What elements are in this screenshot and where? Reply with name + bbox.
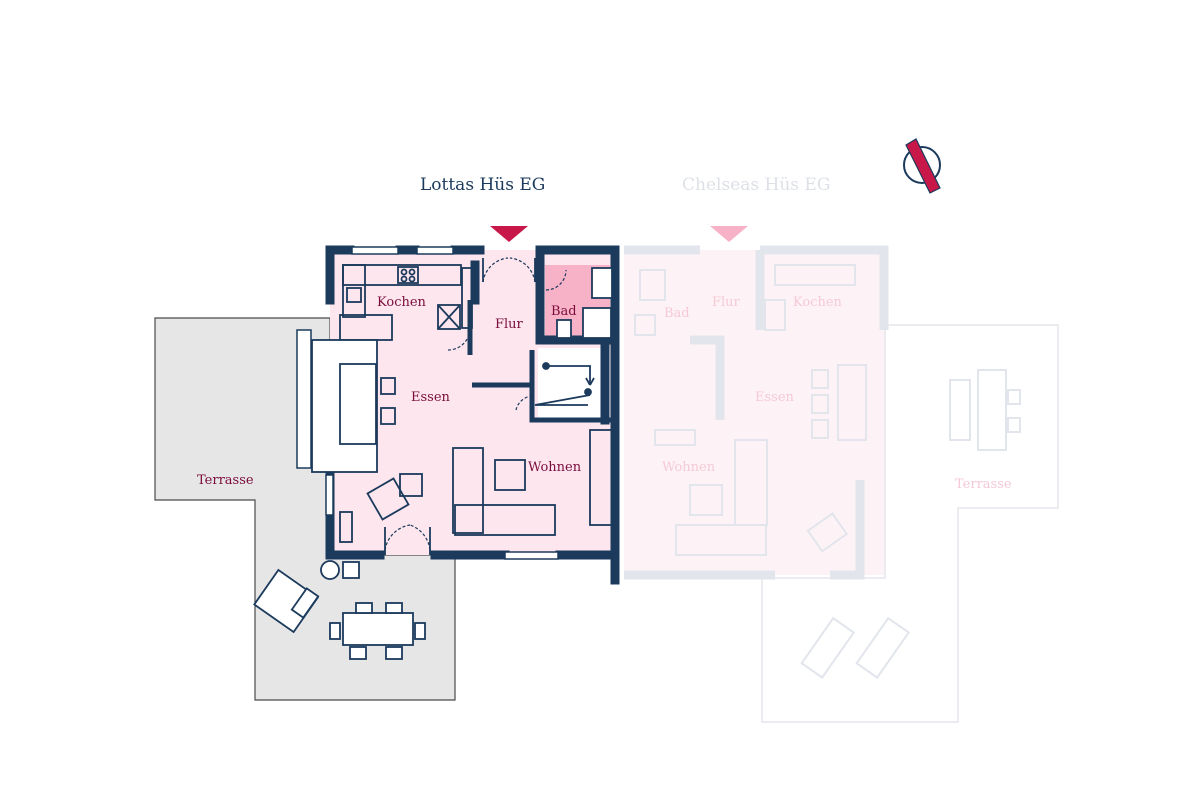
room-label-wohnen: Wohnen — [528, 460, 582, 475]
kitchen-counter — [339, 264, 473, 341]
room-label-kochen-chelseas: Kochen — [793, 295, 843, 310]
room-label-bad: Bad — [551, 304, 577, 319]
room-label-essen-chelseas: Essen — [755, 390, 795, 405]
entry-marker-chelseas — [710, 226, 748, 242]
room-label-terrasse: Terrasse — [197, 473, 254, 488]
bathroom-fixtures — [556, 267, 613, 339]
room-label-kochen: Kochen — [377, 295, 427, 310]
terrace-furniture — [253, 560, 426, 660]
furniture-chelseas — [634, 264, 1021, 679]
room-label-terrasse-chelseas: Terrasse — [955, 477, 1012, 492]
entry-marker-lottas — [490, 226, 528, 242]
unit-chelseas — [624, 245, 1059, 723]
unit-title-chelseas: Chelseas Hüs EG — [682, 175, 830, 195]
unit-lottas — [154, 245, 620, 701]
furniture-lottas — [311, 339, 613, 543]
unit-title-lottas: Lottas Hüs EG — [420, 175, 545, 195]
door-leaves — [384, 258, 536, 555]
north-arrow-icon — [903, 138, 941, 194]
room-label-flur: Flur — [495, 317, 524, 332]
stair-area — [538, 348, 610, 418]
walls-chelseas — [624, 245, 889, 580]
room-label-essen: Essen — [411, 390, 451, 405]
room-label-wohnen-chelseas: Wohnen — [662, 460, 716, 475]
stairs — [534, 362, 595, 406]
room-label-bad-chelseas: Bad — [664, 306, 690, 321]
windows-lottas — [296, 246, 559, 560]
room-label-flur-chelseas: Flur — [712, 295, 741, 310]
floor-chelseas — [624, 250, 884, 575]
